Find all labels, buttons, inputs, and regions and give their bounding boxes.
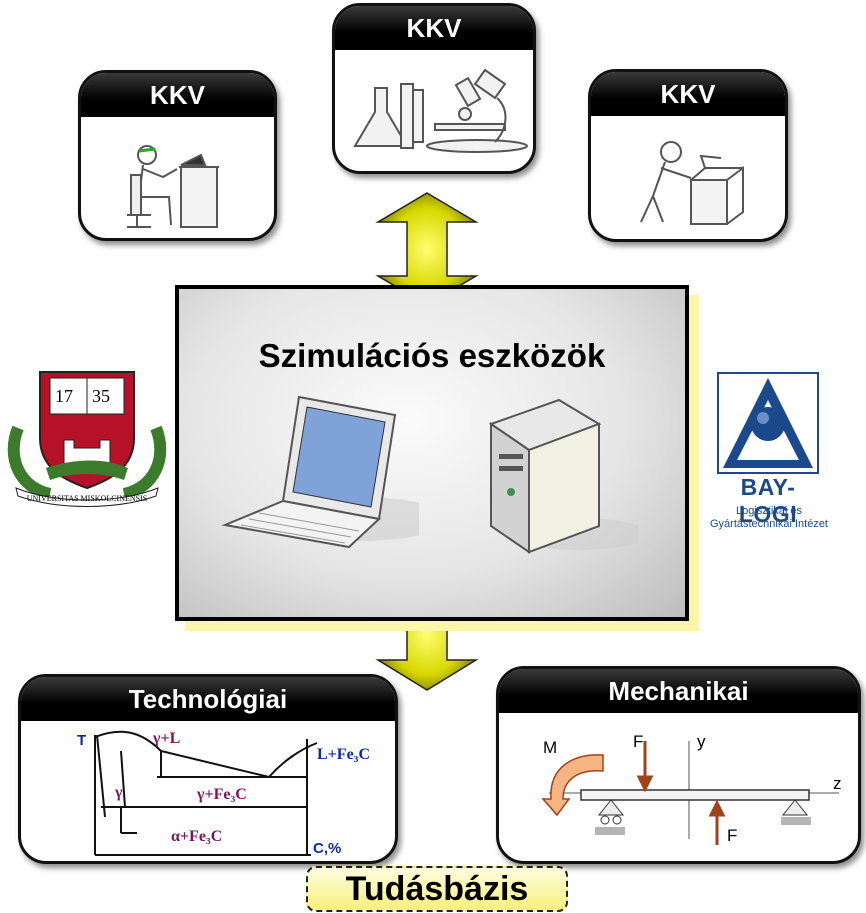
force-label-top: F: [633, 732, 643, 751]
institute-name: BAY-LOGI: [738, 474, 798, 527]
phase-l-fe3c: L+Fe₃C: [317, 746, 370, 763]
beam-diagram: M F F y z: [541, 732, 842, 845]
laptop-icon: [221, 395, 419, 549]
phase-alpha-fe3c: α+Fe₃C: [171, 828, 222, 845]
technological-card: Technológiai T γ+L L+Fe₃C γ γ+Fe₃C α+Fe₃…: [18, 674, 398, 864]
university-year-right: 35: [92, 386, 110, 406]
phase-gamma-fe3c: γ+Fe₃C: [196, 786, 247, 803]
mechanical-card: Mechanikai M F F y z: [496, 666, 861, 864]
laboratory-icon: [353, 68, 528, 153]
phase-gamma: γ: [114, 784, 123, 801]
simulation-tools-title: Szimulációs eszközök: [258, 337, 606, 374]
card-title: KKV: [335, 6, 533, 50]
institute-subtitle: Logisztikai és Gyártástechnikai Intézet: [706, 505, 832, 531]
card-title: Mechanikai: [499, 669, 858, 713]
simulation-tools-panel: Szimulációs eszközök: [175, 285, 689, 621]
office-worker-icon: [127, 145, 219, 228]
phase-gamma-l: γ+L: [152, 730, 180, 747]
university-year-left: 17: [55, 386, 73, 406]
axis-label-y: y: [697, 732, 706, 751]
university-logo: 17 35 UNIVERSITAS MISKOLCINENSIS: [7, 371, 167, 507]
knowledge-base-label: Tudásbázis: [306, 866, 568, 912]
card-title: Technológiai: [21, 677, 395, 721]
logistics-worker-icon: [640, 141, 744, 225]
card-title: KKV: [81, 73, 274, 117]
institute-logo: [717, 372, 819, 474]
kkv-card-logistics: KKV: [588, 69, 788, 242]
kkv-card-laboratory: KKV: [332, 3, 536, 174]
axis-label-z: z: [833, 774, 842, 793]
university-motto: UNIVERSITAS MISKOLCINENSIS: [27, 494, 147, 503]
axis-label-t: T: [77, 732, 86, 749]
moment-label: M: [543, 738, 557, 757]
card-title: KKV: [591, 72, 785, 116]
institute-subtitle-line2: Gyártástechnikai Intézet: [709, 518, 828, 530]
axis-label-c: C,%: [313, 840, 341, 857]
force-label-bottom: F: [727, 826, 737, 845]
institute-subtitle-line1: Logisztikai és: [735, 505, 803, 517]
kkv-card-office: KKV: [78, 70, 277, 241]
phase-diagram: T γ+L L+Fe₃C γ γ+Fe₃C α+Fe₃C C,%: [77, 730, 370, 857]
server-tower-icon: [488, 398, 639, 554]
